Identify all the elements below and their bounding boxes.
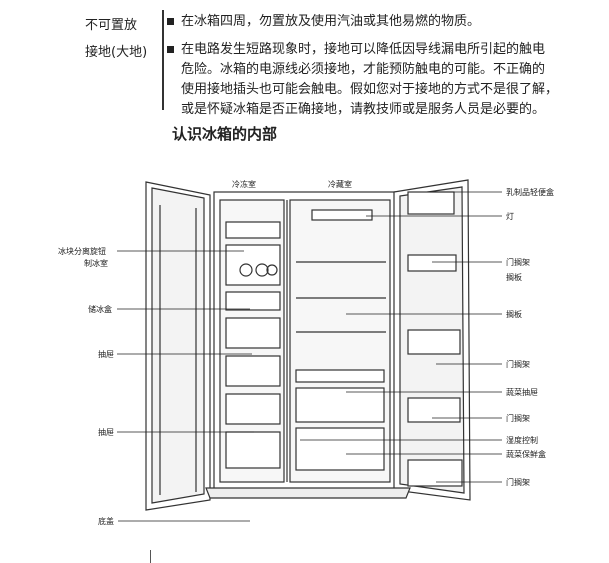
label-lamp: 灯 bbox=[506, 211, 514, 221]
label-freezer-drawer-2: 抽屉 bbox=[98, 427, 114, 437]
label-veg-drawer: 蔬菜抽屉 bbox=[506, 387, 538, 397]
label-door-rack-1: 门搁架 bbox=[506, 257, 530, 267]
page-margin-mark bbox=[150, 550, 151, 563]
label-fridge-compartment: 冷藏室 bbox=[328, 179, 352, 189]
bullet-square-icon bbox=[167, 18, 174, 25]
section-divider bbox=[162, 10, 164, 110]
label-ice-room: 制冰室 bbox=[84, 258, 108, 268]
label-base-cover: 底盖 bbox=[98, 516, 114, 526]
label-door-rack-4: 门搁架 bbox=[506, 477, 530, 487]
section-heading: 认识冰箱的内部 bbox=[172, 125, 278, 143]
bullet-square-icon bbox=[167, 46, 174, 53]
label-door-rack-3: 门搁架 bbox=[506, 413, 530, 423]
bullet-grounding: 在电路发生短路现象时，接地可以降低因导线漏电所引起的触电 危险。冰箱的电源线必须… bbox=[167, 40, 559, 120]
label-freezer-compartment: 冷冻室 bbox=[232, 179, 256, 189]
label-freezer-drawer: 抽屉 bbox=[98, 349, 114, 359]
label-humidity-control: 湿度控制 bbox=[506, 435, 538, 445]
grounding-line-2: 危险。冰箱的电源线必须接地，才能预防触电的可能。不正确的 bbox=[181, 62, 546, 77]
label-shelf-1: 搁板 bbox=[506, 272, 522, 282]
bullet-flammable: 在冰箱四周，勿置放及使用汽油或其他易燃的物质。 bbox=[167, 12, 481, 32]
grounding-line-1: 在电路发生短路现象时，接地可以降低因导线漏电所引起的触电 bbox=[181, 42, 546, 57]
label-shelf-2: 搁板 bbox=[506, 309, 522, 319]
bullet-flammable-text: 在冰箱四周，勿置放及使用汽油或其他易燃的物质。 bbox=[181, 14, 481, 29]
label-ground: 接地(大地) bbox=[85, 45, 148, 60]
grounding-line-4: 或是怀疑冰箱是否正确接地，请教技师或是服务人员是必要的。 bbox=[181, 102, 546, 117]
label-dairy: 乳制品轻便盒 bbox=[506, 187, 554, 197]
label-veg-keeper: 蔬菜保鲜盒 bbox=[506, 449, 546, 459]
grounding-line-3: 使用接地插头也可能会触电。假如您对于接地的方式不是很了解， bbox=[181, 82, 559, 97]
label-door-rack-2: 门搁架 bbox=[506, 359, 530, 369]
label-ice-box: 储冰盒 bbox=[88, 304, 112, 314]
label-warning: 不可置放 bbox=[85, 18, 138, 33]
label-ice-knob: 冰块分离旋钮 bbox=[58, 246, 106, 256]
